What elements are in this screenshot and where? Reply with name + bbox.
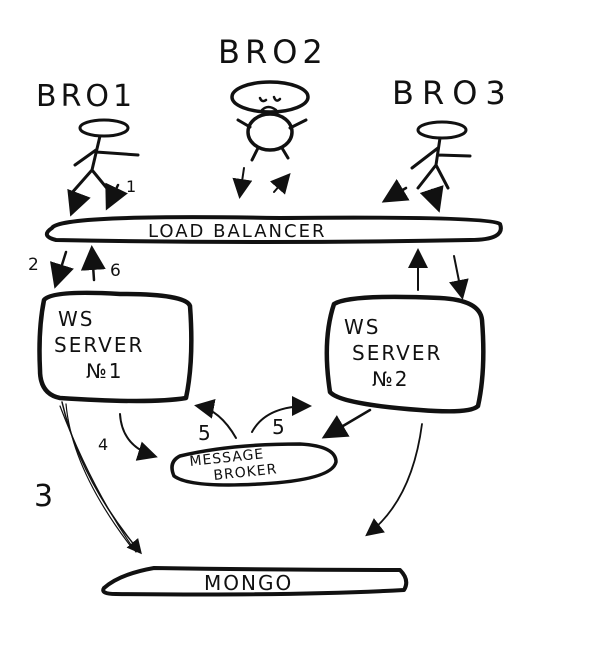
user-arrows: [67, 167, 444, 217]
ws-server-1-line2: SERVER: [54, 333, 144, 357]
ws-server-2-line2: SERVER: [352, 341, 442, 365]
arrow-ws2-to-broker: [321, 408, 372, 439]
user-label-bro3: BRO3: [392, 74, 514, 112]
user-figure-bro1: [68, 118, 140, 197]
mongo-node: MONGO: [101, 566, 409, 597]
message-broker-line1: MESSAGE: [189, 446, 265, 470]
step-label-5b: 5: [272, 415, 285, 439]
step-label-1: 1: [126, 177, 136, 196]
ws-server-1-node: WS SERVER №1: [37, 290, 194, 404]
ws-server-1-line3: №1: [86, 359, 124, 383]
arrow-lb-to-ws2: [449, 255, 469, 300]
user-figure-bro2: [230, 80, 310, 162]
arrow-lb-to-ws1: [50, 250, 74, 289]
ws-server-2-line3: №2: [372, 367, 410, 391]
arrow-broker-to-ws2: [251, 396, 312, 433]
message-broker-node: MESSAGE BROKER: [170, 442, 338, 487]
step-label-5a: 5: [198, 421, 211, 445]
ws-server-2-line1: WS: [344, 315, 380, 339]
user-label-bro1: BRO1: [36, 79, 136, 114]
step-label-6: 6: [110, 261, 121, 281]
mongo-label: MONGO: [204, 571, 293, 595]
load-balancer-label: LOAD BALANCER: [148, 221, 326, 242]
user-label-bro2: BRO2: [218, 33, 328, 71]
step-label-4: 4: [98, 435, 108, 454]
arrow-broker-to-ws1: [194, 399, 237, 439]
ws-server-2-node: WS SERVER №2: [324, 294, 486, 414]
ws-server-1-line1: WS: [58, 307, 94, 331]
step-label-3: 3: [34, 479, 53, 514]
arrow-ws1-to-mongo: [59, 401, 142, 555]
arrow-ws1-to-lb: [80, 245, 106, 282]
user-figure-bro3: [410, 120, 472, 190]
arrow-ws2-to-mongo: [365, 423, 423, 537]
arrow-ws1-to-broker: [119, 413, 158, 461]
load-balancer-node: LOAD BALANCER: [44, 215, 503, 244]
step-label-2: 2: [28, 255, 39, 275]
message-broker-line2: BROKER: [213, 461, 278, 484]
